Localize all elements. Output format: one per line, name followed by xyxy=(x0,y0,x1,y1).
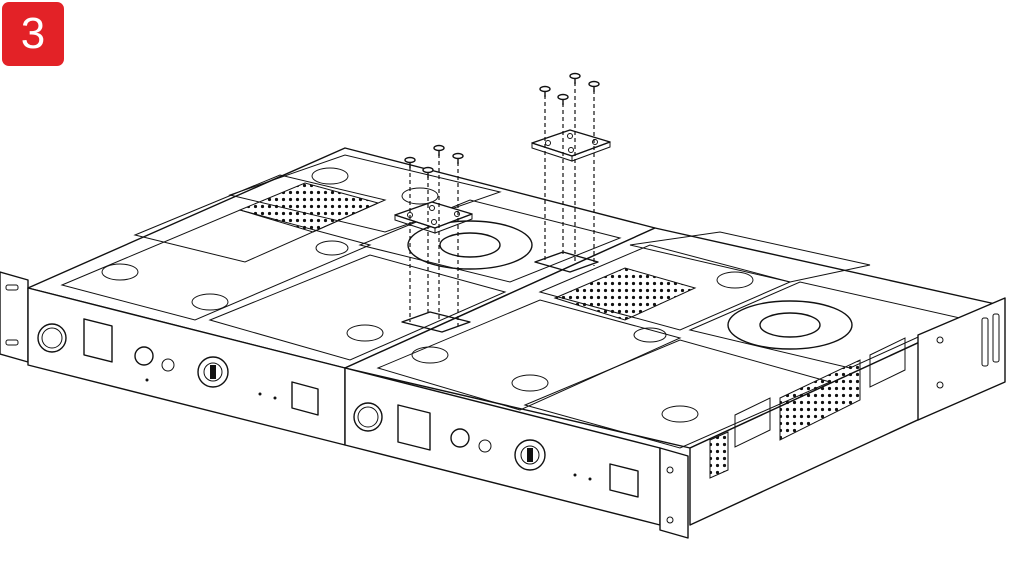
right-unit xyxy=(344,227,1006,539)
switch-icon xyxy=(609,463,639,498)
xlr-connector-icon xyxy=(514,439,546,471)
side-vent-grille xyxy=(779,359,861,441)
power-knob-icon xyxy=(353,402,383,432)
screws-plate-2 xyxy=(539,72,600,266)
screw-icon xyxy=(588,80,600,92)
side-vent-grille-small xyxy=(709,431,729,479)
joining-plate-2 xyxy=(531,129,611,162)
step-number-badge: 3 xyxy=(2,2,64,66)
join-brackets xyxy=(401,251,599,333)
upper-seam-bracket xyxy=(534,251,599,273)
display-window xyxy=(397,404,431,451)
joining-plate-1 xyxy=(394,201,473,234)
screw-icon xyxy=(422,166,434,178)
switch-icon xyxy=(291,381,319,416)
screw-icon xyxy=(433,144,445,156)
right-ring xyxy=(727,300,853,350)
display-window xyxy=(83,318,113,363)
screw-icon xyxy=(557,93,569,105)
screw-icon xyxy=(569,72,581,84)
jack-icon xyxy=(134,346,154,366)
jack-icon xyxy=(450,428,470,448)
right-rear-rack-ear xyxy=(917,297,1006,421)
power-knob-icon xyxy=(37,323,67,353)
ear-slot xyxy=(5,339,19,346)
ear-slot xyxy=(5,284,19,291)
left-vent-grille xyxy=(238,182,380,233)
screws-plate-1 xyxy=(404,144,464,326)
screw-icon xyxy=(539,85,551,97)
screw-icon xyxy=(452,152,464,164)
right-vent-grille xyxy=(553,267,697,321)
xlr-connector-icon xyxy=(197,356,229,388)
screw-icon xyxy=(404,156,416,168)
right-front-rack-ear xyxy=(659,447,689,539)
lower-seam-bracket xyxy=(401,311,471,333)
left-ring xyxy=(407,220,533,270)
